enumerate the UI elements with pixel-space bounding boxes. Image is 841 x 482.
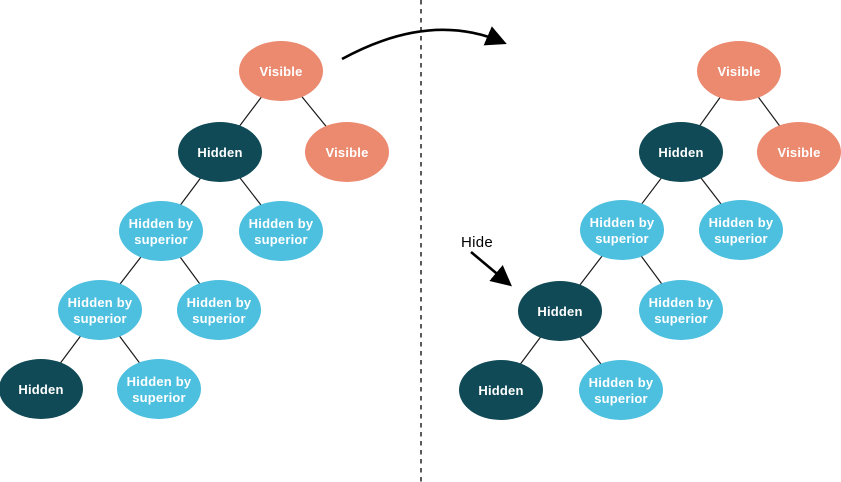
node-label: Hidden (658, 145, 703, 160)
node-ellipse (639, 122, 723, 182)
node-ellipse (580, 200, 664, 260)
hide-arrow-icon (470, 251, 512, 287)
node-label: Visible (325, 145, 368, 160)
transition-arrow-icon (341, 26, 507, 61)
tree-node-visible: Visible (305, 122, 389, 182)
node-label: Hidden (18, 382, 63, 397)
node-label: Visible (717, 64, 760, 79)
node-ellipse (699, 200, 783, 260)
node-ellipse (639, 280, 723, 340)
node-label: Hidden (197, 145, 242, 160)
node-ellipse (239, 201, 323, 261)
node-ellipse (305, 122, 389, 182)
node-ellipse (177, 280, 261, 340)
node-ellipse (459, 360, 543, 420)
node-ellipse (239, 41, 323, 101)
node-ellipse (518, 281, 602, 341)
tree-node-hidden: Hidden (518, 281, 602, 341)
node-label: Visible (777, 145, 820, 160)
node-ellipse (0, 359, 83, 419)
hide-annotation: Hide (461, 234, 512, 287)
node-ellipse (178, 122, 262, 182)
tree-node-visible: Visible (239, 41, 323, 101)
node-ellipse (58, 280, 142, 340)
node-label: Hidden (478, 383, 523, 398)
tree-node-visible: Visible (757, 122, 841, 182)
node-ellipse (119, 201, 203, 261)
node-ellipse (579, 360, 663, 420)
node-ellipse (117, 359, 201, 419)
tree-node-hidden: Hidden (0, 359, 83, 419)
tree-node-hidden: Hidden (178, 122, 262, 182)
node-ellipse (757, 122, 841, 182)
hide-label: Hide (461, 234, 493, 251)
tree-node-hidden: Hidden (459, 360, 543, 420)
node-ellipse (697, 41, 781, 101)
node-label: Visible (259, 64, 302, 79)
tree-node-hidden: Hidden (639, 122, 723, 182)
tree-node-visible: Visible (697, 41, 781, 101)
node-label: Hidden (537, 304, 582, 319)
